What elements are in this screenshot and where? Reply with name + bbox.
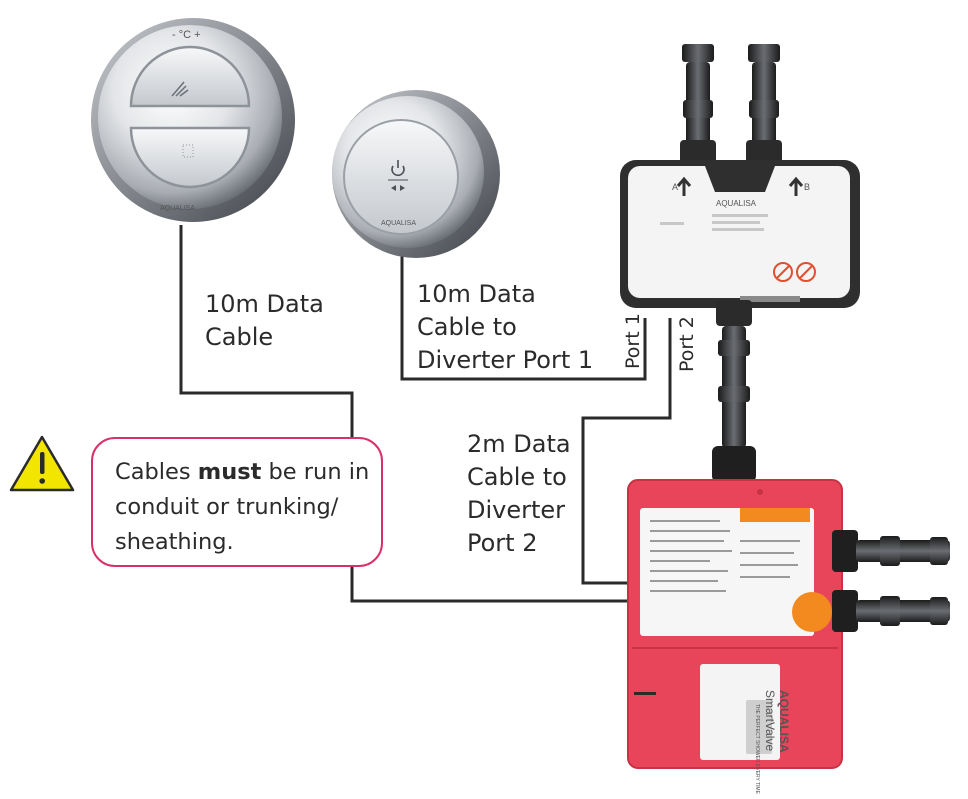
controller-temp-label: - °C + — [172, 29, 201, 41]
warning-text-emphasis: must — [197, 459, 262, 485]
controller-cable-label: 10m Data Cable — [205, 288, 324, 354]
remote-brand: AQUALISA — [381, 220, 416, 227]
diverter-cable-label-line4: Port 2 — [467, 529, 538, 557]
warning-text-after: be run in conduit or trunking/ sheathing… — [115, 459, 370, 555]
controller-cable-label-line1: 10m Data — [205, 290, 324, 318]
port2-label: Port 2 — [676, 316, 698, 372]
diverter-port-b: B — [804, 182, 810, 192]
controller-cable — [179, 225, 628, 603]
diverter-port-a: A — [672, 182, 678, 192]
valve-outlet-connectors — [832, 530, 950, 632]
valve-tagline: THE PERFECT SHOWER EVERY TIME — [754, 704, 760, 795]
diverter-port2-cable — [581, 318, 672, 585]
smart-valve: AQUALISA SmartValve THE PERFECT SHOWER E… — [627, 479, 843, 795]
warning-text-before: Cables — [115, 459, 198, 485]
left-right-arrow-icon — [391, 185, 405, 191]
remote-cable-label-line1: 10m Data — [417, 280, 536, 308]
data-cables — [179, 225, 672, 603]
diverter-cable-label-line2: Cable to — [467, 463, 567, 491]
diverter-unit: A B AQUALISA — [620, 160, 860, 308]
remote-cable-label-line3: Diverter Port 1 — [417, 346, 594, 374]
power-icon — [391, 160, 405, 177]
flow-arrow-a-icon — [676, 176, 692, 196]
remote-cable — [400, 244, 647, 381]
diverter-inlet-connectors — [680, 44, 782, 164]
flow-arrow-b-icon — [788, 176, 804, 196]
diverter-cable-label-line3: Diverter — [467, 496, 566, 524]
controller-brand: AQUALISA — [160, 205, 195, 212]
remote-cable-label: 10m Data Cable to Diverter Port 1 — [417, 278, 593, 377]
warning-icon — [9, 435, 75, 492]
warning-note: Cables must be run in conduit or trunkin… — [91, 437, 383, 567]
valve-model: SmartValve — [763, 690, 777, 751]
port1-label: Port 1 — [622, 313, 644, 369]
shower-controller: - °C + AQUALISA — [91, 18, 295, 222]
diverter-cable-label: 2m Data Cable to Diverter Port 2 — [467, 428, 571, 560]
remote-button: AQUALISA — [332, 90, 500, 258]
diverter-brand: AQUALISA — [716, 199, 757, 208]
remote-cable-label-line2: Cable to — [417, 313, 517, 341]
controller-cable-label-line2: Cable — [205, 323, 274, 351]
valve-brand: AQUALISA — [777, 690, 791, 753]
diverter-outlet-pipe — [712, 300, 756, 482]
diverter-cable-label-line1: 2m Data — [467, 430, 571, 458]
